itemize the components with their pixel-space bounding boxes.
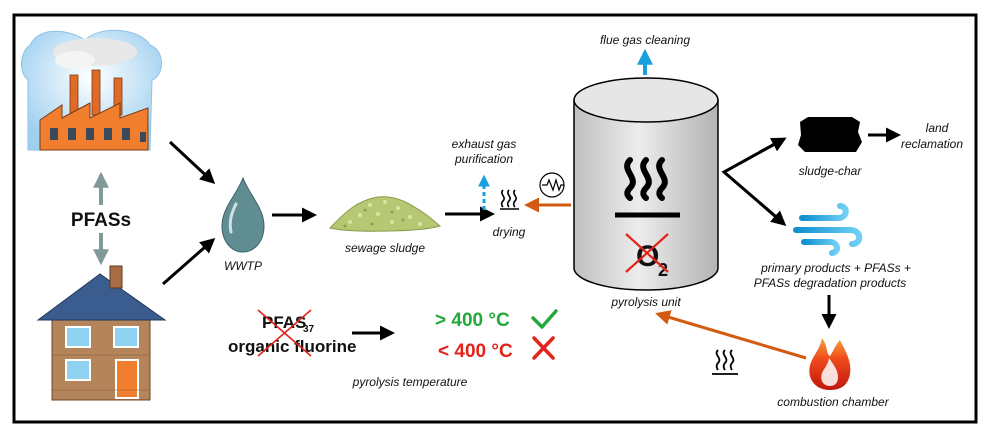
wwtp-label: WWTP — [224, 259, 262, 273]
flame-core — [821, 358, 838, 386]
sewage-sludge-label: sewage sludge — [345, 241, 425, 255]
char-block-icon — [798, 117, 862, 152]
products-label-line1: primary products + PFASs + — [760, 261, 911, 275]
sludge-pile-icon — [329, 196, 442, 232]
oxygen-subscript: 2 — [658, 260, 668, 280]
cross-icon — [532, 336, 555, 360]
drying-label: drying — [493, 225, 526, 239]
sludge-char-label: sludge-char — [799, 164, 863, 178]
arrow-to-char — [759, 137, 787, 154]
pyrolysis-temperature-label: pyrolysis temperature — [352, 375, 468, 389]
pfass-label: PFASs — [71, 210, 131, 231]
check-icon — [531, 309, 558, 329]
purification-label: purification — [454, 152, 513, 166]
pfas-cross-icon — [257, 309, 312, 357]
droplet-icon — [221, 176, 265, 253]
arrow-house-wwtp — [162, 238, 216, 286]
reactor-heat-icon — [624, 157, 668, 201]
arrow-heat-to-pyrolysis — [655, 310, 807, 360]
pfas37-subscript: 37 — [303, 324, 315, 335]
above-400-label: > 400 °C — [435, 310, 510, 331]
heat-waves-icon — [500, 189, 519, 210]
products-label-line2: PFASs degradation products — [754, 276, 907, 290]
gas-swirl-icon — [793, 203, 863, 256]
oxygen-cross-icon — [625, 233, 669, 273]
pyrolysis-unit-label: pyrolysis unit — [610, 295, 681, 309]
arrow-factory-wwtp — [168, 140, 216, 185]
land-label: land — [926, 121, 949, 135]
combustion-chamber-label: combustion chamber — [777, 395, 889, 409]
droplet-highlight — [228, 202, 238, 234]
flue-gas-label: flue gas cleaning — [600, 33, 690, 47]
exhaust-gas-label: exhaust gas — [452, 137, 517, 151]
factory-icon — [21, 29, 162, 151]
arrow-to-gas — [759, 201, 787, 226]
reclamation-label: reclamation — [901, 137, 963, 151]
house-icon — [36, 265, 167, 401]
pfas37-label: PFAS — [262, 313, 306, 332]
organic-fluorine-label: organic fluorine — [228, 337, 356, 356]
below-400-label: < 400 °C — [438, 341, 513, 362]
combustion-heat-icon — [712, 349, 738, 375]
heat-exchanger-icon — [539, 172, 565, 198]
